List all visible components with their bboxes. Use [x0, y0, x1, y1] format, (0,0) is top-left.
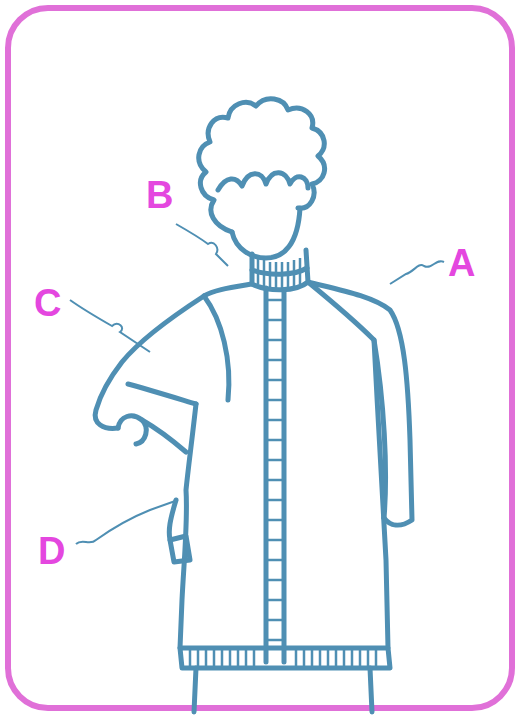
- right-sleeve: [308, 282, 412, 525]
- leader-b: [176, 224, 228, 266]
- front-band: [266, 288, 284, 662]
- ribbing-ticks: [190, 258, 376, 666]
- right-side: [374, 340, 388, 648]
- collar: [252, 250, 308, 290]
- left-side: [180, 404, 196, 648]
- part-letter: D: [38, 532, 65, 570]
- left-forearm: [142, 420, 186, 452]
- left-arm-fold: [128, 384, 196, 404]
- part-letter: C: [34, 284, 61, 322]
- right-sleeve-seam: [308, 282, 386, 518]
- part-letter: A: [448, 244, 475, 282]
- figure: [95, 99, 412, 712]
- left-sleeve-seam: [204, 296, 229, 400]
- leader-c: [70, 300, 150, 352]
- frame-border: [8, 8, 512, 708]
- hair-fringe: [218, 173, 308, 190]
- legs: [194, 668, 372, 712]
- leader-d: [76, 500, 178, 544]
- leader-lines: [70, 224, 444, 544]
- left-sleeve-outer: [95, 284, 252, 428]
- left-sleeve-lower: [169, 500, 176, 540]
- face: [232, 208, 300, 258]
- part-letter: B: [146, 176, 173, 214]
- left-cuff: [170, 536, 190, 562]
- hair: [199, 99, 325, 232]
- bottom-ribbing: [180, 648, 390, 668]
- leader-a: [390, 261, 444, 284]
